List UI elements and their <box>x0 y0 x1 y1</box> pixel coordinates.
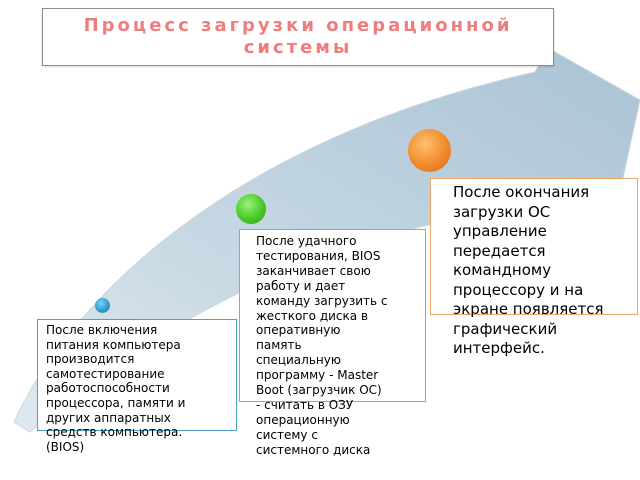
step-2-callout-background <box>239 229 426 402</box>
title-box: Процесс загрузки операционной системы <box>42 8 554 66</box>
step-2-marker <box>236 194 266 224</box>
step-1-callout: После включения питания компьютера произ… <box>37 319 237 454</box>
step-3-marker <box>408 129 451 172</box>
step-1-marker <box>95 298 110 313</box>
step-2-callout: После удачного тестирования, BIOS заканч… <box>239 229 426 457</box>
step-2-text: После удачного тестирования, BIOS заканч… <box>256 234 388 457</box>
page-title: Процесс загрузки операционной системы <box>83 15 513 58</box>
step-3-text: После окончания загрузки ОС управление п… <box>453 183 604 357</box>
step-1-text: После включения питания компьютера произ… <box>46 323 186 454</box>
step-3-callout-background <box>430 178 638 315</box>
step-3-callout: После окончания загрузки ОС управление п… <box>430 178 638 357</box>
